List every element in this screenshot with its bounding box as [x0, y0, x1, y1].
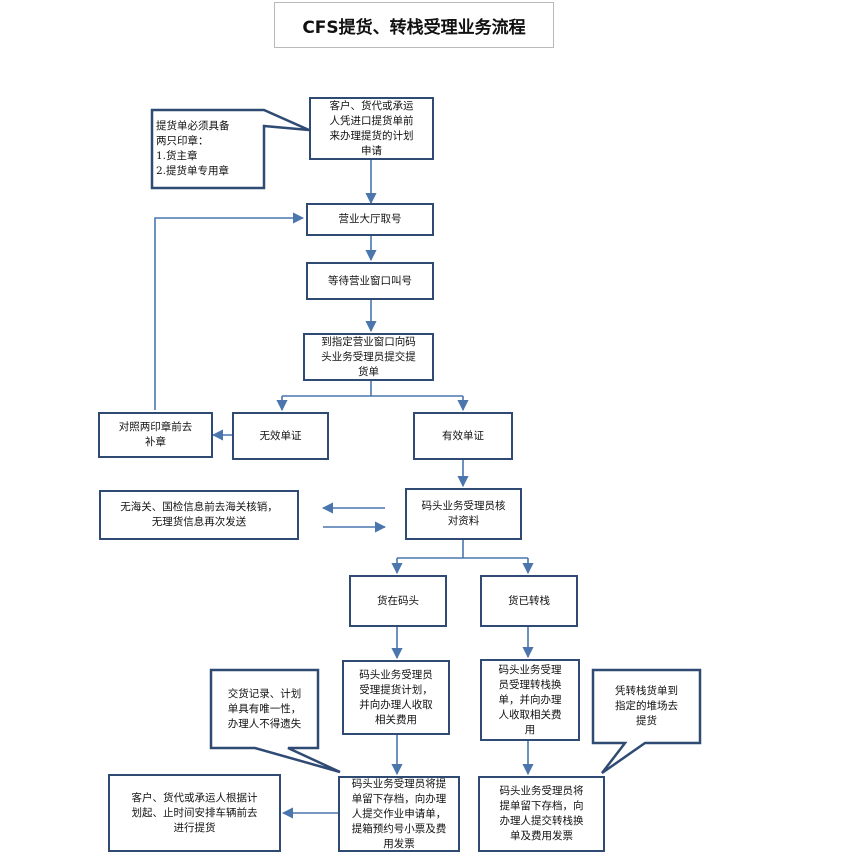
node-accept-plan: 码头业务受理员 受理提货计划， 并向办理人收取 相关费用 [342, 660, 450, 735]
node-transferred: 货已转栈 [480, 575, 578, 627]
node-customs-info: 无海关、国检信息前去海关核销， 无理货信息再次发送 [99, 490, 299, 540]
node-submit-bill: 到指定营业窗口向码 头业务受理员提交提 货单 [303, 333, 434, 381]
page-title: CFS提货、转栈受理业务流程 [274, 2, 554, 48]
callout-seal-note [150, 108, 310, 190]
node-customer-pickup: 客户、货代或承运人根据计 划起、止时间安排车辆前去 进行提货 [108, 774, 281, 852]
callout-transfer-note [591, 668, 702, 775]
node-seal-note: 提货单必须具备 两只印章： 1.货主章 2.提货单专用章 [156, 120, 230, 177]
node-take-number: 营业大厅取号 [306, 203, 434, 236]
connector-check-split [397, 540, 528, 559]
node-at-wharf: 货在码头 [349, 575, 447, 627]
node-check-data: 码头业务受理员核 对资料 [405, 488, 522, 540]
node-wait-call: 等待营业窗口叫号 [306, 262, 434, 300]
node-customer-apply: 客户、货代或承运 人凭进口提货单前 来办理提货的计划 申请 [309, 97, 434, 160]
node-reseal: 对照两印章前去 补章 [98, 412, 213, 458]
callout-record-note [209, 668, 341, 774]
node-accept-transfer: 码头业务受理 员受理转栈换 单，并向办理 人收取相关费 用 [480, 659, 580, 741]
arrow-reseal-loop [154, 212, 305, 410]
node-transfer-print: 码头业务受理员将 提单留下存档，向 办理人提交转栈换 单及费用发票 [478, 776, 605, 852]
node-invalid: 无效单证 [232, 412, 329, 460]
node-record-note: 交货记录、计划 单具有唯一性， 办理人不得遗失 [227, 687, 302, 730]
node-wharf-print: 码头业务受理员将提 单留下存档，向办理 人提交作业申请单， 提箱预约号小票及费 … [338, 776, 460, 852]
connector-submit-split [282, 381, 463, 397]
node-valid: 有效单证 [413, 412, 513, 460]
node-transfer-note: 凭转栈货单到 指定的堆场去 提货 [615, 685, 678, 727]
